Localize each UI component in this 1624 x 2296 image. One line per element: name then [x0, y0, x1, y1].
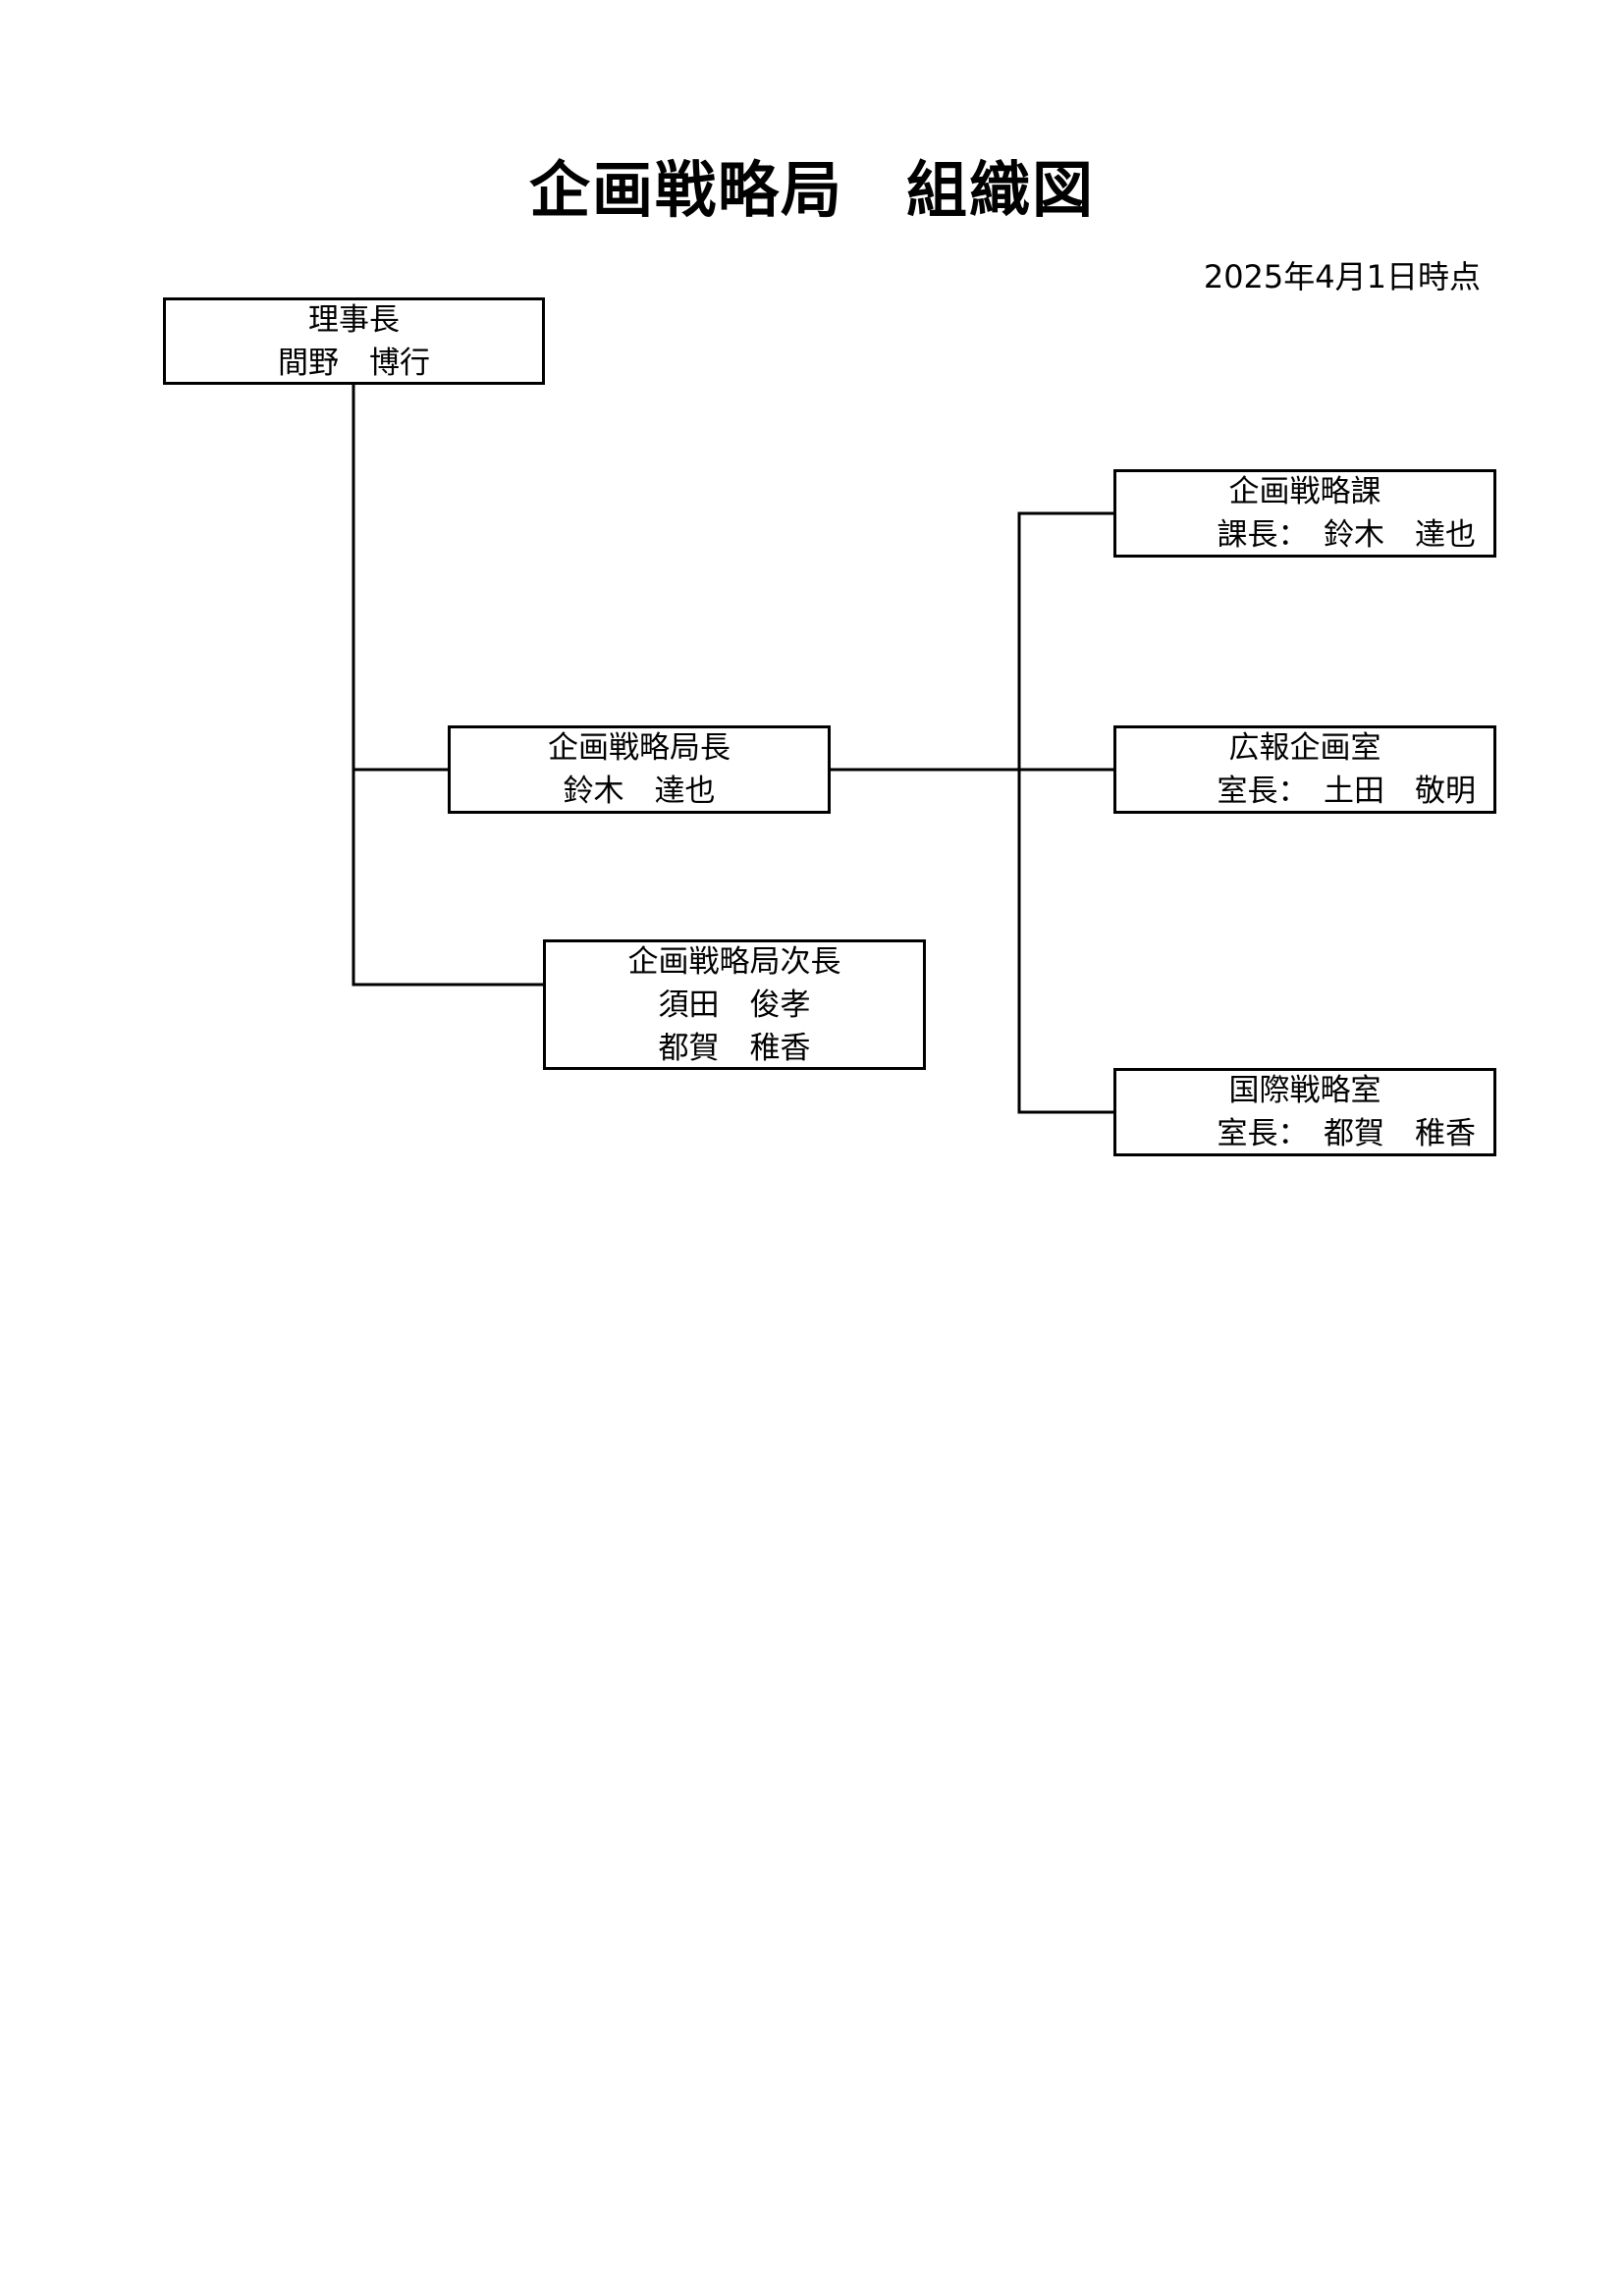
org-box-division-international: 国際戦略室 室長： 都賀 稚香	[1113, 1068, 1496, 1156]
deputy-director-general-role: 企画戦略局次長	[627, 943, 841, 980]
division-head: 室長： 都賀 稚香	[1217, 1116, 1477, 1151]
division-name: 広報企画室	[1228, 730, 1381, 766]
chair-name: 間野 博行	[278, 345, 430, 381]
org-box-director-general: 企画戦略局長 鈴木 達也	[448, 725, 831, 814]
chair-role: 理事長	[308, 301, 400, 338]
as-of-date: 2025年4月1日時点	[1203, 258, 1481, 295]
page-title: 企画戦略局 組織図	[528, 154, 1095, 226]
org-box-division-planning: 企画戦略課 課長： 鈴木 達也	[1113, 469, 1496, 558]
division-name: 企画戦略課	[1228, 474, 1381, 509]
org-box-division-pr: 広報企画室 室長： 土田 敬明	[1113, 725, 1496, 814]
org-box-deputy-director-general: 企画戦略局次長 須田 俊孝 都賀 稚香	[543, 939, 926, 1070]
org-box-chair: 理事長 間野 博行	[163, 297, 545, 385]
deputy-director-general-name-1: 須田 俊孝	[658, 987, 811, 1023]
deputy-director-general-name-2: 都賀 稚香	[658, 1030, 811, 1066]
director-general-name: 鈴木 達也	[563, 774, 716, 809]
director-general-role: 企画戦略局長	[548, 730, 731, 766]
division-head: 室長： 土田 敬明	[1217, 774, 1477, 809]
division-head: 課長： 鈴木 達也	[1217, 517, 1477, 553]
division-name: 国際戦略室	[1228, 1073, 1381, 1108]
